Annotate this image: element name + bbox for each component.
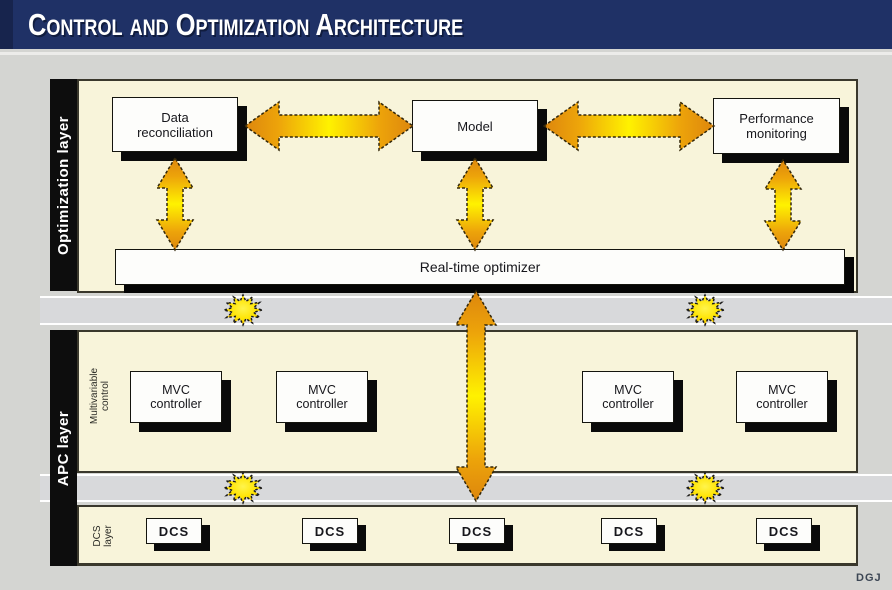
starburst-icon	[223, 293, 263, 327]
mvc-controller-box: MVC controller	[276, 371, 368, 423]
double-arrow-optimizer-dcs-icon	[454, 289, 498, 503]
model-label: Model	[457, 118, 493, 134]
dcs-box: DCS	[601, 518, 657, 544]
dcs-box: DCS	[756, 518, 812, 544]
mvc-controller-label: MVC controller	[150, 383, 202, 411]
optimization-layer-bar: Optimization layer	[50, 79, 77, 291]
multivariable-line2: control	[100, 380, 112, 412]
double-arrow-datarec-optimizer-icon	[155, 156, 195, 252]
model-box: Model	[412, 100, 538, 152]
dcs-box: DCS	[449, 518, 505, 544]
double-arrow-perf-optimizer-icon	[763, 158, 803, 252]
real-time-optimizer-label: Real-time optimizer	[419, 258, 541, 275]
dcs-label: DCS	[314, 523, 346, 539]
mvc-controller-label: MVC controller	[296, 383, 348, 411]
double-arrow-model-optimizer-icon	[455, 156, 495, 252]
dcs-label-line1: DCS	[92, 524, 103, 547]
mvc-controller-box: MVC controller	[582, 371, 674, 423]
dcs-label: DCS	[461, 523, 493, 539]
apc-layer-label: APC layer	[55, 410, 72, 486]
data-reconciliation-label: Data reconciliation	[137, 109, 213, 140]
mvc-controller-label: MVC controller	[602, 383, 654, 411]
page-title: Control and Optimization Architecture	[28, 6, 464, 42]
data-reconciliation-box: Data reconciliation	[112, 97, 238, 152]
title-underline	[0, 52, 892, 55]
mvc-controller-label: MVC controller	[756, 383, 808, 411]
dcs-box: DCS	[302, 518, 358, 544]
optimization-layer-label: Optimization layer	[55, 115, 72, 255]
performance-monitoring-box: Performance monitoring	[713, 98, 840, 154]
double-arrow-model-perf-icon	[542, 100, 716, 152]
dcs-layer-label: DCS layer	[79, 507, 127, 564]
multivariable-control-label: Multivariable control	[80, 342, 120, 450]
mvc-controller-box: MVC controller	[130, 371, 222, 423]
starburst-icon	[685, 293, 725, 327]
multivariable-line1: Multivariable	[89, 367, 101, 425]
credit-text: DGJ	[856, 572, 882, 584]
apc-layer-bar: APC layer	[50, 330, 77, 566]
dcs-label: DCS	[613, 523, 645, 539]
dcs-label: DCS	[768, 523, 800, 539]
mvc-controller-box: MVC controller	[736, 371, 828, 423]
performance-monitoring-label: Performance monitoring	[739, 111, 814, 141]
dcs-label-line2: layer	[103, 524, 114, 547]
title-bar: Control and Optimization Architecture	[0, 0, 892, 49]
double-arrow-datarec-model-icon	[243, 100, 415, 152]
starburst-icon	[223, 471, 263, 505]
dcs-box: DCS	[146, 518, 202, 544]
real-time-optimizer-bar: Real-time optimizer	[115, 249, 845, 285]
starburst-icon	[685, 471, 725, 505]
dcs-label: DCS	[158, 523, 190, 539]
